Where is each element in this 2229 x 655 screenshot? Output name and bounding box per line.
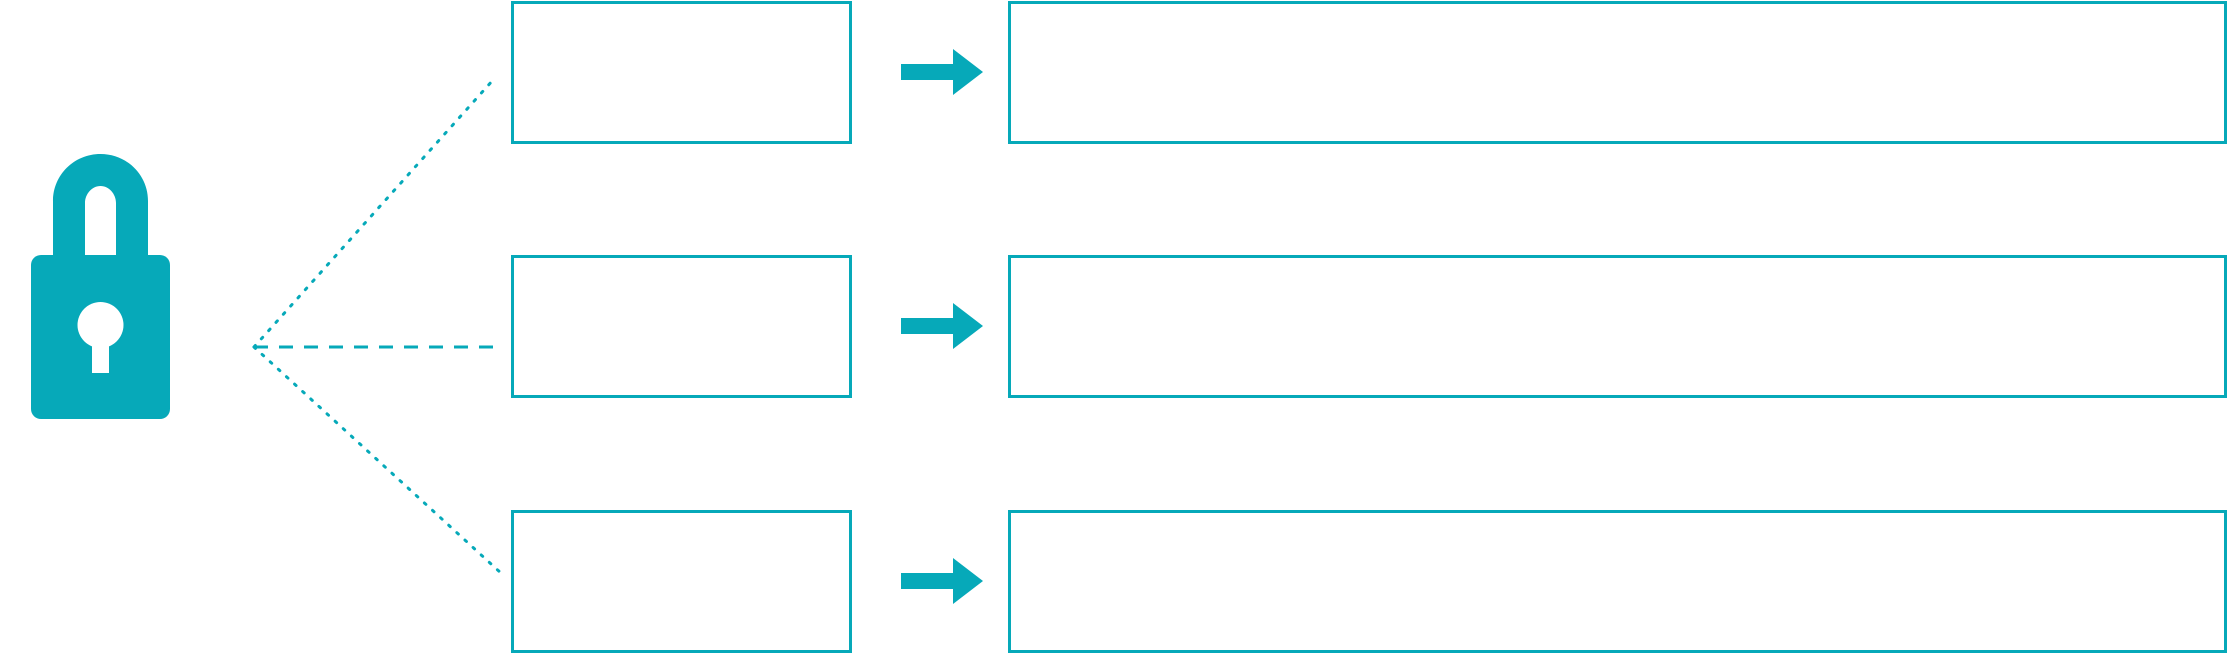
detail-box[interactable]	[1008, 510, 2227, 653]
arrow-right-icon	[901, 301, 983, 351]
step-box[interactable]	[511, 255, 852, 398]
arrow-right-icon	[901, 47, 983, 97]
step-box[interactable]	[511, 510, 852, 653]
step-box[interactable]	[511, 1, 852, 144]
arrow-right-icon	[901, 556, 983, 606]
padlock-icon	[28, 150, 173, 430]
detail-box[interactable]	[1008, 1, 2227, 144]
detail-box[interactable]	[1008, 255, 2227, 398]
flow-row	[0, 509, 2229, 653]
flow-row	[0, 0, 2229, 144]
flow-row	[0, 254, 2229, 398]
